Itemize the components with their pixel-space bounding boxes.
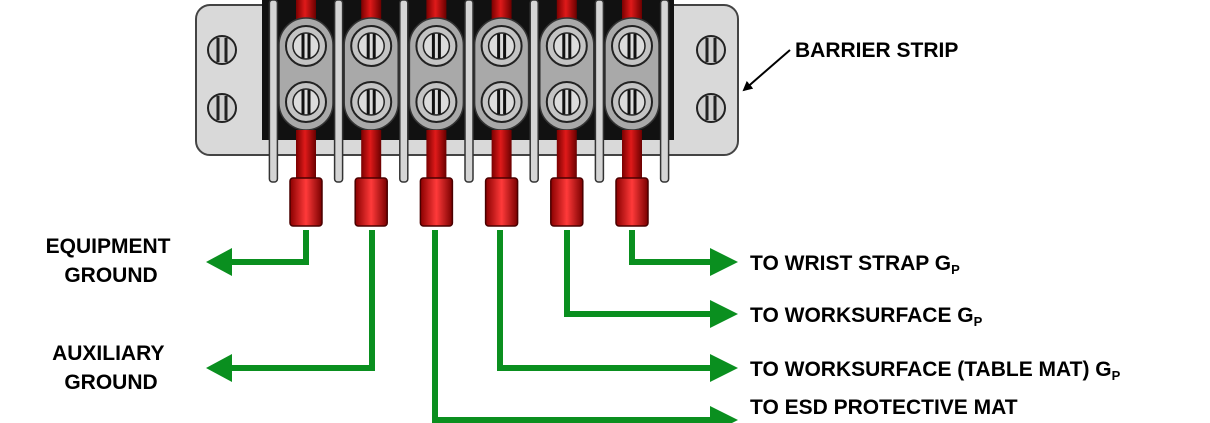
terminal-screw-icon — [545, 25, 588, 67]
terminal-screw-icon — [415, 81, 458, 123]
arrow-right-icon — [710, 248, 738, 276]
terminal — [539, 0, 595, 227]
barrier-divider — [464, 0, 474, 183]
terminal — [408, 0, 465, 227]
terminal-wire-top — [556, 0, 577, 22]
terminal — [604, 0, 660, 227]
arrow-right-icon — [710, 300, 738, 328]
terminals — [278, 0, 660, 227]
table-mat-text: TO WORKSURFACE (TABLE MAT) G — [750, 358, 1112, 381]
worksurface-text: TO WORKSURFACE G — [750, 304, 974, 327]
equipment-ground-line1: EQUIPMENT — [46, 235, 171, 258]
terminal-wire-top — [361, 0, 382, 22]
terminal-wire-top — [296, 0, 316, 22]
barrier-strip-label: BARRIER STRIP — [795, 39, 958, 62]
callout-pointer-icon — [742, 49, 791, 92]
terminal-screw-icon — [611, 25, 653, 67]
terminal-screw-icon — [545, 81, 588, 123]
wire-arrowheads — [206, 248, 738, 423]
arrow-right-icon — [710, 406, 738, 423]
arrow-left-icon — [206, 248, 232, 276]
terminal-crimp-sleeve — [419, 177, 454, 227]
mount-screw-icon — [696, 35, 726, 65]
terminal-crimp-sleeve — [484, 177, 519, 227]
terminal-crimp-sleeve — [354, 177, 388, 227]
barrier-strip — [195, 0, 739, 227]
auxiliary-ground-line2: GROUND — [64, 371, 157, 394]
ground-wires — [222, 230, 712, 423]
barrier-divider — [594, 0, 605, 183]
terminal-wire-bottom — [361, 130, 382, 180]
worksurface-label: TO WORKSURFACE GP — [750, 304, 983, 329]
terminal — [473, 0, 530, 227]
mount-screw-icon — [207, 35, 237, 65]
equipment-ground-line2: GROUND — [64, 264, 157, 287]
terminal-crimp-sleeve — [289, 177, 323, 227]
mount-screw-icon — [696, 93, 726, 123]
terminal-wire-bottom — [491, 130, 512, 180]
mounting-screws — [207, 35, 726, 123]
auxiliary-ground-line1: AUXILIARY — [52, 342, 164, 365]
wire-wrist-strap — [629, 230, 712, 265]
wire-equipment-ground — [222, 230, 309, 265]
terminal-screw-icon — [480, 25, 523, 67]
esd-mat-label: TO ESD PROTECTIVE MAT — [750, 396, 1018, 419]
barrier-divider — [529, 0, 539, 183]
arrow-left-icon — [206, 354, 232, 382]
barrier-divider — [268, 0, 279, 183]
worksurface-subscript: P — [974, 314, 983, 329]
terminal-screw-icon — [415, 25, 458, 67]
terminal-crimp-sleeve — [550, 177, 584, 227]
wrist-strap-subscript: P — [951, 262, 960, 277]
barrier-dividers — [268, 0, 670, 183]
terminal-screw-icon — [480, 81, 523, 123]
terminal-wire-bottom — [296, 130, 316, 180]
table-mat-subscript: P — [1112, 368, 1121, 383]
terminal-crimp-sleeve — [615, 177, 649, 227]
terminal — [278, 0, 334, 227]
terminal-wire-top — [426, 0, 447, 22]
equipment-ground-label: EQUIPMENT GROUND — [46, 235, 177, 287]
wire-auxiliary-ground — [222, 230, 375, 371]
wrist-strap-text: TO WRIST STRAP G — [750, 252, 951, 275]
terminal-screw-icon — [285, 81, 327, 123]
wire-table-mat — [497, 230, 712, 371]
terminal — [343, 0, 399, 227]
terminal-wire-bottom — [426, 130, 447, 180]
wrist-strap-label: TO WRIST STRAP GP — [750, 252, 960, 277]
barrier-divider — [399, 0, 409, 183]
arrow-right-icon — [710, 354, 738, 382]
terminal-screw-icon — [285, 25, 327, 67]
terminal-screw-icon — [350, 25, 393, 67]
terminal-wire-bottom — [556, 130, 577, 180]
terminal-wire-top — [491, 0, 512, 22]
mount-screw-icon — [207, 93, 237, 123]
table-mat-label: TO WORKSURFACE (TABLE MAT) GP — [750, 358, 1121, 383]
wire-worksurface — [564, 230, 712, 317]
terminal-wire-top — [622, 0, 642, 22]
barrier-divider — [659, 0, 670, 183]
terminal-wire-bottom — [622, 130, 642, 180]
wire-esd-mat — [432, 230, 712, 423]
barrier-divider — [333, 0, 344, 183]
terminal-screw-icon — [350, 81, 393, 123]
auxiliary-ground-label: AUXILIARY GROUND — [52, 342, 170, 394]
terminal-screw-icon — [611, 81, 653, 123]
